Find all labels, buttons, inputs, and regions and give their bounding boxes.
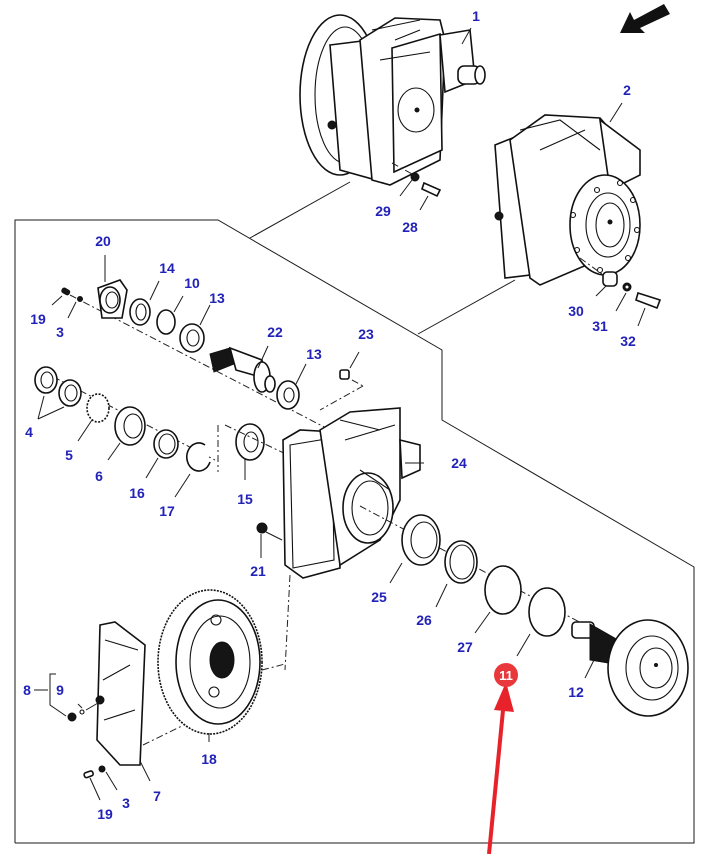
part-13-bearing-2 bbox=[276, 380, 300, 410]
callout-part-6[interactable]: 6 bbox=[95, 468, 103, 484]
callout-part-32[interactable]: 32 bbox=[620, 333, 636, 349]
callout-part-25[interactable]: 25 bbox=[371, 589, 387, 605]
callout-part-12[interactable]: 12 bbox=[568, 684, 584, 700]
callout-part-22[interactable]: 22 bbox=[267, 324, 283, 340]
callout-part-9[interactable]: 9 bbox=[56, 682, 64, 698]
part-5-ring bbox=[86, 393, 110, 423]
part-21-plug bbox=[256, 522, 268, 534]
callout-part-3-second[interactable]: 3 bbox=[122, 795, 130, 811]
callout-part-19-second[interactable]: 19 bbox=[97, 806, 113, 822]
callout-part-2[interactable]: 2 bbox=[623, 82, 631, 98]
highlighted-callout-part-11[interactable]: 11 bbox=[494, 663, 518, 687]
gearbox-housing-1 bbox=[299, 14, 486, 186]
callout-part-7[interactable]: 7 bbox=[153, 788, 161, 804]
part-25-bearing bbox=[401, 514, 441, 566]
callout-part-5[interactable]: 5 bbox=[65, 447, 73, 463]
callout-part-28[interactable]: 28 bbox=[402, 219, 418, 235]
callout-part-17[interactable]: 17 bbox=[159, 503, 175, 519]
part-30-spacer bbox=[602, 271, 618, 287]
highlight-arrow-icon bbox=[487, 682, 514, 854]
part-14-seal bbox=[129, 298, 151, 326]
leader-housing-2 bbox=[417, 279, 516, 335]
leader-housing-1 bbox=[249, 181, 351, 239]
part-4-shim-b bbox=[58, 379, 82, 407]
part-24-housing bbox=[282, 407, 421, 579]
callout-part-3[interactable]: 3 bbox=[56, 324, 64, 340]
callout-part-24[interactable]: 24 bbox=[451, 455, 467, 471]
part-20-cover bbox=[97, 279, 128, 319]
part-17-circlip bbox=[186, 442, 211, 472]
leader-lines bbox=[34, 27, 646, 801]
part-27-ring bbox=[484, 565, 522, 615]
callout-part-13[interactable]: 13 bbox=[209, 290, 225, 306]
callout-part-10[interactable]: 10 bbox=[184, 275, 200, 291]
detail-frame bbox=[14, 219, 695, 844]
callout-part-14[interactable]: 14 bbox=[159, 260, 175, 276]
callout-part-23[interactable]: 23 bbox=[358, 326, 374, 342]
callout-part-21[interactable]: 21 bbox=[250, 563, 266, 579]
part-26-race bbox=[444, 540, 478, 584]
part-16-race bbox=[153, 429, 179, 459]
callout-part-19[interactable]: 19 bbox=[30, 311, 46, 327]
part-32-bolt bbox=[635, 291, 662, 310]
callout-part-1[interactable]: 1 bbox=[472, 8, 480, 24]
part-22-shaft bbox=[209, 346, 276, 393]
callout-part-29[interactable]: 29 bbox=[375, 203, 391, 219]
part-9-washer bbox=[79, 709, 85, 715]
callout-part-8[interactable]: 8 bbox=[23, 682, 31, 698]
direction-arrow-icon bbox=[620, 4, 670, 33]
part-15-shim bbox=[235, 423, 265, 461]
callout-part-16[interactable]: 16 bbox=[129, 485, 145, 501]
part-3-washer-2 bbox=[98, 765, 106, 773]
part-31-washer bbox=[622, 282, 632, 292]
part-4-shim-a bbox=[34, 366, 58, 394]
callout-part-18[interactable]: 18 bbox=[201, 751, 217, 767]
part-13-bearing bbox=[179, 323, 205, 353]
callout-part-13-second[interactable]: 13 bbox=[306, 346, 322, 362]
gearbox-housing-2 bbox=[494, 114, 641, 286]
part-19-bolt-2 bbox=[83, 770, 94, 779]
part-10-oring bbox=[156, 309, 176, 335]
part-6-bearing bbox=[114, 406, 146, 446]
callout-part-31[interactable]: 31 bbox=[592, 318, 608, 334]
part-12-flange-shaft bbox=[571, 619, 689, 717]
callout-part-27[interactable]: 27 bbox=[457, 639, 473, 655]
callout-part-15[interactable]: 15 bbox=[237, 491, 253, 507]
part-28-bolt bbox=[421, 181, 442, 198]
callout-part-4[interactable]: 4 bbox=[25, 424, 33, 440]
part-7-cover bbox=[95, 621, 146, 766]
part-8-bolt bbox=[67, 712, 77, 722]
part-19-bolt bbox=[61, 287, 71, 296]
part-11-oring bbox=[528, 587, 566, 637]
part-23-plug bbox=[339, 369, 350, 380]
callout-part-26[interactable]: 26 bbox=[416, 612, 432, 628]
callout-part-30[interactable]: 30 bbox=[568, 303, 584, 319]
callout-part-20[interactable]: 20 bbox=[95, 233, 111, 249]
part-3-washer bbox=[77, 296, 83, 302]
part-18-gear bbox=[157, 589, 263, 735]
part-29-washer bbox=[410, 172, 420, 182]
